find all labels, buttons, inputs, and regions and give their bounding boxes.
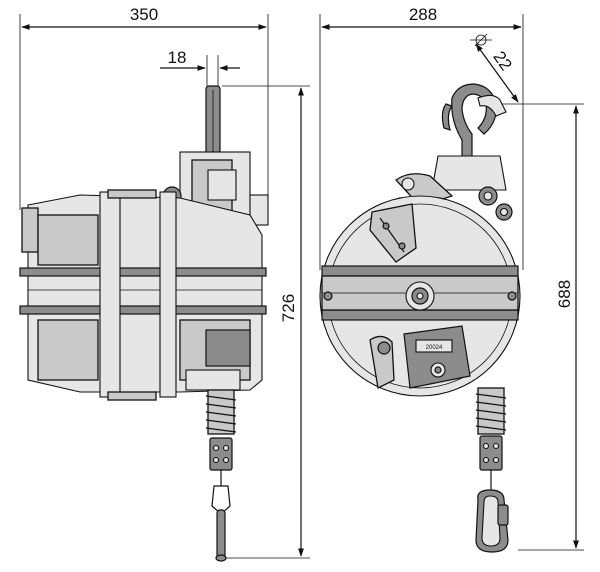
front-plate: 20024 [403, 325, 471, 389]
side-spring [205, 389, 237, 435]
dim-22-label: 22 [489, 48, 515, 74]
dim-726-label: 726 [279, 294, 298, 322]
dim-688-label: 688 [555, 280, 574, 308]
dim-350-label: 350 [130, 5, 158, 24]
side-view: 350 18 726 [19, 5, 310, 562]
plate-code-label: 20024 [426, 345, 443, 351]
front-spring [475, 387, 507, 435]
dim-18-label: 18 [168, 48, 187, 67]
front-top-hook [441, 83, 507, 159]
front-view: 288 22 688 [319, 5, 584, 553]
dim-288-label: 288 [409, 5, 437, 24]
front-carabiner [475, 489, 509, 553]
